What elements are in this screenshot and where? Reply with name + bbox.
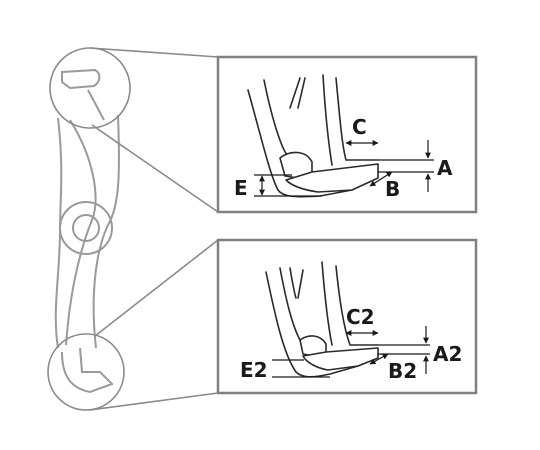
center-hole-inner [72,214,100,242]
label-c: C [352,115,367,139]
label-a2: A2 [433,342,462,366]
bottom-detail-panel: C2 A2 B2 E2 [216,238,478,395]
whole-tool-outline [54,68,120,394]
label-c2: C2 [346,305,375,329]
top-detail-panel: C A B E [216,55,478,214]
label-a: A [437,156,453,180]
top-callout-circle [49,47,131,129]
bottom-callout-circle [47,333,125,411]
label-e: E [234,176,248,200]
label-b2: B2 [388,359,417,383]
label-b: B [385,177,400,201]
leader-lines [89,47,219,411]
center-hole-outer [59,201,113,255]
label-e2: E2 [240,358,268,382]
